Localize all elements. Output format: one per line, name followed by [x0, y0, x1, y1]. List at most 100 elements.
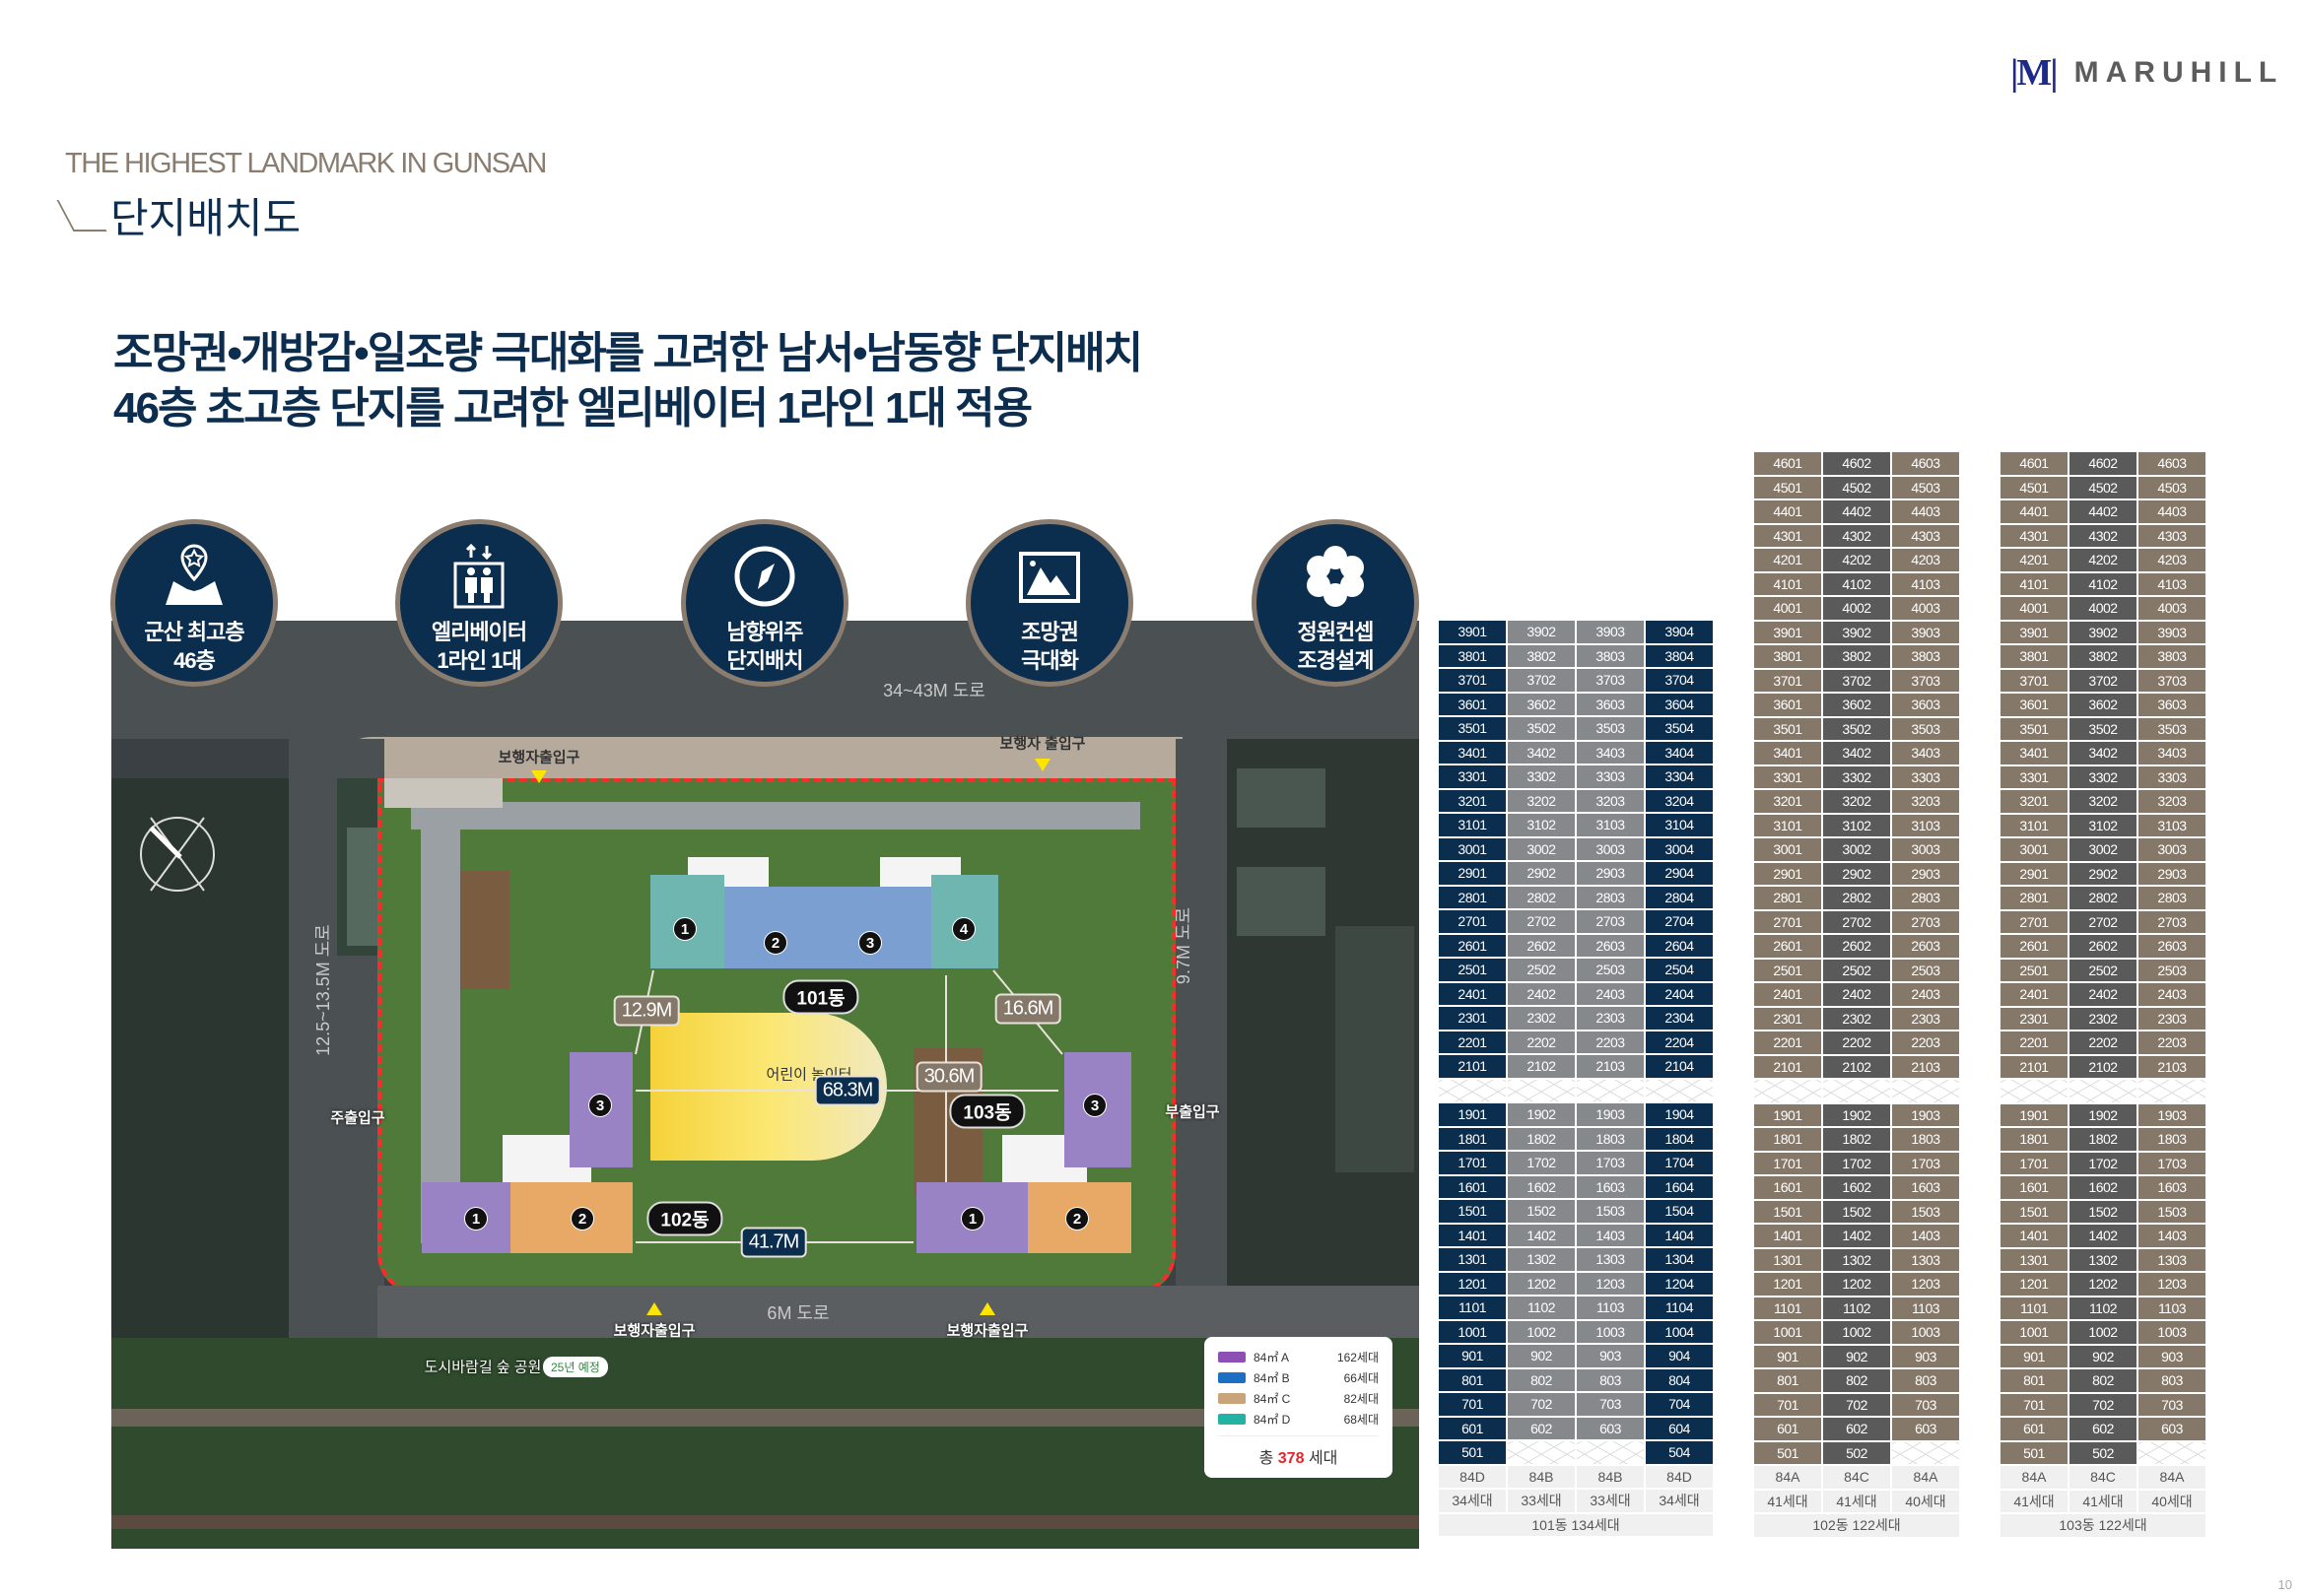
unit-cell: 4103 — [2138, 572, 2205, 595]
unit-cell: 1201 — [1439, 1272, 1506, 1295]
unit-cell: 903 — [2138, 1345, 2205, 1367]
unit-cell: 3801 — [1439, 644, 1506, 667]
unit-cell: 2402 — [1823, 983, 1890, 1006]
unit-cell: 3802 — [2069, 645, 2136, 668]
unit-cell: 2502 — [1823, 959, 1890, 981]
unit-type-cell: 84A — [2138, 1466, 2205, 1489]
legend-count: 162세대 — [1336, 1351, 1379, 1364]
empty-unit-cell — [1577, 1441, 1644, 1464]
legend-swatch — [1218, 1352, 1246, 1363]
unit-cell: 2501 — [1754, 959, 1821, 981]
unit-cell: 3901 — [2001, 621, 2068, 643]
unit-cell: 4402 — [2069, 500, 2136, 523]
unit-cell: 802 — [1508, 1368, 1575, 1391]
unit-cell: 1801 — [1439, 1127, 1506, 1150]
unit-cell: 3602 — [1508, 693, 1575, 715]
unit-type-cell: 84D — [1439, 1465, 1506, 1488]
unit-cell: 2901 — [1754, 862, 1821, 885]
unit-cell: 4001 — [1754, 597, 1821, 620]
unit-cell: 1101 — [1754, 1297, 1821, 1319]
unit-cell: 3703 — [1577, 669, 1644, 692]
unit-cell: 3503 — [1577, 717, 1644, 740]
unit-cell: 4301 — [1754, 524, 1821, 547]
unit-cell: 2703 — [2138, 910, 2205, 933]
unit-cell: 1501 — [2001, 1200, 2068, 1223]
unit-cell: 2702 — [1823, 910, 1890, 933]
unit-cell: 1902 — [1508, 1103, 1575, 1126]
compass-icon — [734, 546, 795, 607]
unit-line-number: 1 — [673, 917, 697, 941]
unit-84b — [724, 887, 931, 968]
unit-cell: 3102 — [2069, 814, 2136, 836]
unit-cell: 3801 — [1754, 645, 1821, 668]
unit-cell: 2301 — [2001, 1007, 2068, 1030]
unit-cell: 2802 — [1508, 886, 1575, 908]
unit-cell: 4202 — [1823, 549, 1890, 571]
unit-cell: 3401 — [1754, 742, 1821, 765]
unit-cell: 1701 — [2001, 1152, 2068, 1174]
unit-cell: 1202 — [1823, 1273, 1890, 1296]
unit-cell: 1002 — [1508, 1320, 1575, 1343]
unit-cell: 4003 — [1892, 597, 1959, 620]
unit-cell: 1701 — [1754, 1152, 1821, 1174]
unit-cell: 1102 — [1823, 1297, 1890, 1319]
feature-label: 단지배치 — [726, 648, 804, 673]
unit-cell: 2503 — [2138, 959, 2205, 981]
unit-cell: 3602 — [1823, 694, 1890, 716]
unit-cell: 602 — [1823, 1418, 1890, 1440]
unit-cell: 2204 — [1646, 1031, 1713, 1053]
entrance-marker — [980, 1302, 995, 1315]
unit-cell: 703 — [2138, 1393, 2205, 1416]
unit-cell: 803 — [2138, 1369, 2205, 1392]
unit-cell: 1103 — [2138, 1297, 2205, 1319]
unit-cell: 1902 — [1823, 1103, 1890, 1126]
unit-cell: 3101 — [1754, 814, 1821, 836]
unit-cell: 2201 — [2001, 1031, 2068, 1054]
unit-cell: 3902 — [2069, 621, 2136, 643]
unit-cell: 1202 — [1508, 1272, 1575, 1295]
unit-cell: 3901 — [1439, 621, 1506, 643]
distance-label: 16.6M — [994, 993, 1061, 1025]
plaza — [384, 778, 503, 808]
unit-cell: 3403 — [1577, 741, 1644, 764]
unit-cell: 1301 — [2001, 1248, 2068, 1271]
unit-cell: 1203 — [1577, 1272, 1644, 1295]
unit-cell: 1703 — [1892, 1152, 1959, 1174]
unit-cell: 3201 — [1439, 789, 1506, 812]
building-total-cell: 102동 122세대 — [1754, 1514, 1959, 1537]
unit-cell: 4603 — [2138, 452, 2205, 475]
unit-cell: 1302 — [2069, 1248, 2136, 1271]
road-label: 34~43M 도로 — [883, 681, 985, 700]
unit-cell: 2701 — [1439, 910, 1506, 933]
building-label-103: 103동 — [949, 1094, 1026, 1129]
unit-cell: 3903 — [1892, 621, 1959, 643]
unit-cell: 1303 — [1577, 1248, 1644, 1271]
unit-cell: 4502 — [2069, 476, 2136, 499]
unit-cell: 3403 — [1892, 742, 1959, 765]
unit-cell: 1201 — [1754, 1273, 1821, 1296]
unit-cell: 3103 — [1892, 814, 1959, 836]
unit-count-cell: 41세대 — [1823, 1490, 1890, 1512]
unit-cell: 2701 — [1754, 910, 1821, 933]
unit-cell: 3802 — [1823, 645, 1890, 668]
unit-cell: 3902 — [1508, 621, 1575, 643]
unit-cell: 2903 — [1577, 862, 1644, 885]
unit-cell: 1403 — [1577, 1224, 1644, 1246]
unit-type-cell: 84B — [1577, 1465, 1644, 1488]
unit-cell: 1401 — [1754, 1225, 1821, 1247]
unit-cell: 2202 — [2069, 1031, 2136, 1054]
unit-count-cell: 41세대 — [2069, 1490, 2136, 1512]
sub-entrance-label: 부출입구 — [1165, 1103, 1220, 1121]
unit-cell: 2104 — [1646, 1055, 1713, 1078]
unit-cell: 3503 — [2138, 717, 2205, 740]
logo-mark: |M| — [2010, 52, 2059, 94]
unit-cell: 2402 — [2069, 983, 2136, 1006]
unit-cell: 2203 — [1577, 1031, 1644, 1053]
unit-cell: 2601 — [1439, 934, 1506, 957]
unit-cell: 1203 — [1892, 1273, 1959, 1296]
unit-cell: 3701 — [1439, 669, 1506, 692]
unit-cell: 1503 — [2138, 1200, 2205, 1223]
